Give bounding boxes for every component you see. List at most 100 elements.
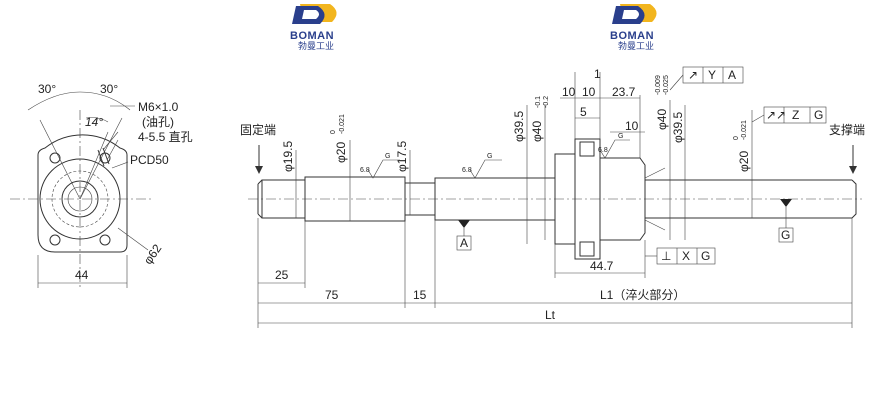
flange-dia-label: φ62 <box>141 241 165 267</box>
angle-line <box>79 131 109 200</box>
fixed-end-label: 固定端 <box>240 122 276 137</box>
tol-lower: -0.021 <box>339 114 346 134</box>
dim-75-label: 75 <box>325 288 339 302</box>
tol-upper: -0.009 <box>655 75 662 95</box>
dim-10c-label: 10 <box>625 119 639 133</box>
dim-23-7-label: 23.7 <box>612 85 636 99</box>
holes-label: 4-5.5 直孔 <box>138 130 193 144</box>
angle-right-label: 30° <box>100 82 118 96</box>
angle-arc <box>85 117 109 123</box>
datum-triangle-icon <box>780 199 792 207</box>
logo-brand: BOMAN <box>290 30 334 42</box>
roughness-icon <box>599 139 630 159</box>
perpendicular-icon: ⊥ <box>661 249 671 263</box>
oil-hole <box>97 149 105 167</box>
logo-left: BOMAN 勃曼工业 <box>290 4 337 52</box>
dia-17-5-label: φ17.5 <box>395 141 409 172</box>
width-label: 44 <box>75 268 89 282</box>
angle-arc <box>79 91 131 111</box>
gtol-datum: A <box>728 68 736 82</box>
dia-20-right-label: φ20 <box>737 151 751 172</box>
logo-subtitle: 勃曼工业 <box>618 40 654 52</box>
angle-left-label: 30° <box>38 82 56 96</box>
oil-hole-note: (油孔) <box>142 115 174 129</box>
oil-fitting <box>579 241 595 257</box>
chamfer <box>257 179 263 185</box>
dia-39-5-label: φ39.5 <box>512 111 526 142</box>
dim-10a-label: 10 <box>562 85 576 99</box>
logo-mark-icon <box>612 4 657 24</box>
roughness-label: 6.8 <box>598 147 608 154</box>
dim-25-label: 25 <box>275 268 289 282</box>
tol-upper: 0 <box>733 136 740 140</box>
roughness-icon <box>367 159 400 179</box>
shaft-end <box>851 179 857 219</box>
gtol-frame-2: ↗↗ Z G <box>751 106 827 124</box>
total-runout-icon: ↗↗ <box>766 108 786 122</box>
roughness-g-label: G <box>618 133 623 140</box>
dim-15-label: 15 <box>413 288 427 302</box>
flange-outline <box>37 134 128 253</box>
roughness-g-label: G <box>385 153 390 160</box>
gtol-datum: G <box>701 249 710 263</box>
gtol-ref: X <box>682 249 690 263</box>
datum-g-box <box>778 227 794 243</box>
arrowhead-icon <box>255 166 263 174</box>
tol-upper: 0 <box>330 130 337 134</box>
dim-l1-label: L1（淬火部分） <box>600 287 685 302</box>
gtol-datum: G <box>814 108 823 122</box>
oil-hole <box>102 147 110 165</box>
dim-44-7-label: 44.7 <box>590 259 614 273</box>
gtol-frame-1: ↗ Y A <box>669 66 744 91</box>
bolt-hole <box>49 234 61 246</box>
gtol-frame-3: ⊥ X G <box>645 247 716 265</box>
dim-5-label: 5 <box>580 105 587 119</box>
dim-1-label: 1 <box>594 67 601 81</box>
runout-icon: ↗ <box>688 68 698 82</box>
datum-a-label: A <box>460 236 468 250</box>
angle-line <box>39 119 81 200</box>
roughness-icon <box>469 159 502 179</box>
dia-39-5b-label: φ39.5 <box>671 112 685 143</box>
roughness-label: 6.8 <box>462 167 472 174</box>
dia-40-label: φ40 <box>530 121 544 142</box>
gtol-ref: Z <box>792 108 799 122</box>
tol-lower: -0.025 <box>663 75 670 95</box>
oil-hole-label: M6×1.0 <box>138 100 179 114</box>
angle-arc <box>27 91 81 111</box>
taper-line <box>644 219 666 231</box>
gtol-ref: Y <box>708 68 716 82</box>
nut-end-view: 30° 30° 14° M6×1.0 (油孔) 4-5.5 直孔 PCD50 φ… <box>10 82 193 290</box>
pcd-label: PCD50 <box>130 153 169 167</box>
datum-g-label: G <box>781 228 790 242</box>
leader-line <box>117 227 149 251</box>
bolt-hole <box>49 152 61 164</box>
bolt-hole <box>99 234 111 246</box>
shaft-circle <box>61 180 99 218</box>
arrowhead-icon <box>849 166 857 174</box>
datum-triangle-icon <box>458 220 470 228</box>
tol-upper: -0.1 <box>535 96 542 108</box>
chamfer <box>257 213 263 219</box>
logo-right: BOMAN 勃曼工业 <box>610 4 657 52</box>
tol-lower: -0.021 <box>741 120 748 140</box>
logo-subtitle: 勃曼工业 <box>298 40 334 52</box>
datum-a-box <box>456 235 472 251</box>
angle-small-label: 14° <box>85 115 103 129</box>
dia-40b-label: φ40 <box>655 109 669 130</box>
logo-brand: BOMAN <box>610 30 654 42</box>
logo-mark-icon <box>292 4 337 24</box>
dim-10b-label: 10 <box>582 85 596 99</box>
dia-20-label: φ20 <box>334 142 348 163</box>
dia-19-5-label: φ19.5 <box>281 141 295 172</box>
taper-line <box>644 167 666 179</box>
oil-fitting <box>579 141 595 157</box>
roughness-g-label: G <box>487 153 492 160</box>
leader-line <box>102 131 119 151</box>
support-end-label: 支撑端 <box>829 122 865 137</box>
leader-line <box>111 161 129 169</box>
tol-lower: -0.2 <box>543 96 550 108</box>
shaft-side-view: 固定端 支撑端 φ19.5 φ20 0 -0.021 φ17.5 φ39.5 φ… <box>240 66 865 328</box>
